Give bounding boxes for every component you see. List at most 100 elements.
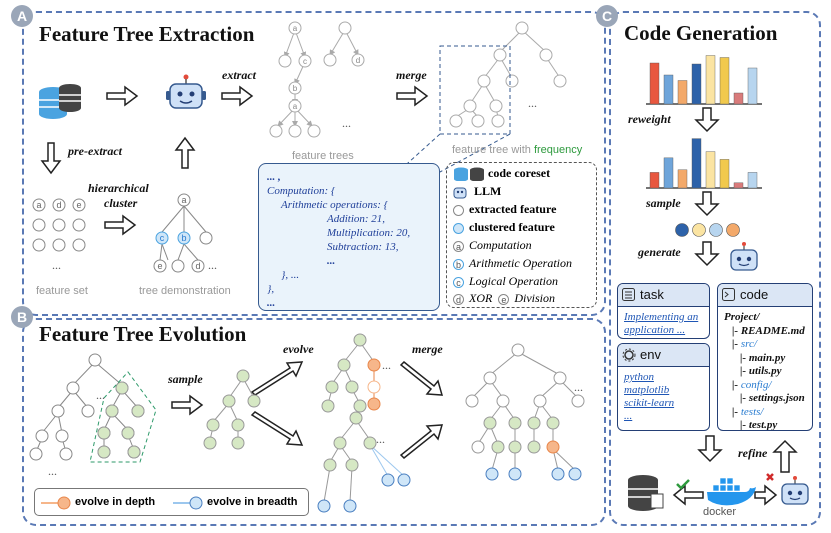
code-line: }, ... — [281, 269, 300, 281]
source-tree — [29, 353, 145, 461]
task-line: Implementing an — [624, 311, 699, 323]
docker-icon — [707, 477, 756, 506]
tree-entry: |- config/ — [724, 379, 806, 393]
demo-label-e: e — [157, 261, 162, 271]
sample-region — [89, 371, 157, 463]
arrow-sample — [171, 394, 204, 416]
sampled-feature-dot — [726, 223, 740, 237]
label-hierarchical: hierarchical — [88, 181, 149, 195]
env-card-header: env — [618, 344, 709, 367]
legend-row-coreset: code coreset — [453, 166, 550, 182]
sampled-feature-dot — [675, 223, 689, 237]
arrow-merge-up — [399, 424, 444, 460]
code-card: code Project/ |- README.md |- src/ |- ma… — [717, 283, 813, 431]
legend-node-b: b — [453, 258, 464, 270]
set-label-d: d — [56, 200, 61, 210]
legend-evolve-depth: evolve in depth — [75, 496, 156, 508]
set-label-e: e — [76, 200, 81, 210]
legend-coreset-label: code coreset — [488, 166, 551, 180]
env-header-label: env — [640, 347, 661, 362]
label-sample-gen: sample — [646, 196, 681, 210]
tree-entry-name: test.py — [748, 419, 778, 431]
env-line: python — [624, 371, 654, 383]
original-frequency-bar-1 — [649, 62, 660, 105]
legend-logical-label: Logical Operation — [469, 274, 558, 288]
legend-row-llm: LLM — [453, 184, 501, 200]
task-header-label: task — [640, 287, 664, 302]
tree-entry: |- README.md — [724, 325, 806, 339]
merged-feature-tree — [449, 21, 567, 128]
label-cluster: cluster — [104, 196, 138, 210]
depth-arrow-icon — [41, 496, 71, 510]
feature-code-snippet: ... , Computation: { Arithmetic operatio… — [258, 163, 440, 311]
extraction-legend: code coreset LLM extracted feature clust… — [446, 162, 597, 308]
label-pre-extract: pre-extract — [68, 144, 122, 158]
legend-row-arith: b Arithmetic Operation — [453, 256, 572, 272]
legend-row-extracted: extracted feature — [453, 202, 556, 218]
tree-label-a2: a — [293, 102, 298, 111]
arrow-extract — [221, 85, 254, 107]
arrow-pre-extract — [40, 142, 62, 175]
label-feature-tree-with-frequency: feature tree with frequency — [452, 144, 582, 156]
sampled-subtree — [203, 369, 261, 450]
code-line: Multiplication: 20, — [327, 227, 411, 239]
tree-entry-prefix: |- — [740, 392, 749, 404]
tree-entry-prefix: |- — [740, 351, 749, 364]
sampled-feature-dot — [692, 223, 706, 237]
terminal-icon — [722, 288, 735, 301]
demo-label-d: d — [195, 261, 200, 271]
cross-icon — [766, 473, 774, 481]
original-frequency-bar-3 — [677, 80, 688, 105]
breadth-arrow-icon — [173, 496, 203, 510]
ellipsis-feature-set: ... — [52, 258, 61, 272]
generation-arrows — [628, 107, 809, 511]
label-sample: sample — [168, 372, 203, 386]
reweighted-frequency-bar-6 — [719, 159, 730, 189]
legend-evolve-breadth: evolve in breadth — [207, 496, 298, 508]
frequency-bar-charts — [646, 55, 762, 189]
task-line: application ... — [624, 324, 686, 336]
code-card-body: Project/ |- README.md |- src/ |- main.py… — [718, 307, 812, 431]
sampled-features — [675, 223, 740, 237]
panel-code-generation — [609, 11, 821, 526]
env-line: scikit-learn — [624, 397, 675, 409]
set-label-a: a — [36, 200, 41, 210]
code-line: Addition: 21, — [327, 213, 386, 225]
tree-entry-name: README.md — [740, 324, 805, 337]
label-evolve: evolve — [283, 342, 314, 356]
original-frequency-bar-2 — [663, 74, 674, 105]
robot-icon — [166, 74, 206, 109]
arrow-refine-up — [772, 439, 798, 473]
tree-entry-prefix: |- — [732, 338, 741, 350]
section-badge-a: A — [11, 5, 33, 27]
robot-icon — [453, 187, 467, 199]
env-card-body: python matplotlib scikit-learn ... — [618, 367, 709, 427]
ellipsis-depth-tree: ... — [382, 358, 391, 372]
tree-entry: |- main.py — [724, 352, 806, 366]
code-line: ... , — [267, 171, 281, 183]
robot-icon — [781, 476, 809, 505]
code-line: }, — [267, 283, 275, 295]
code-line: ... — [327, 255, 336, 267]
ellipsis-tree-demo: ... — [208, 258, 217, 272]
panel-feature-tree-extraction — [22, 11, 606, 316]
legend-arith-label: Arithmetic Operation — [469, 256, 572, 270]
tree-entry-name: main.py — [748, 351, 786, 364]
feature-set-grid — [32, 198, 86, 252]
reweighted-frequency-bar-8 — [747, 172, 758, 189]
ellipsis-merged-tree: ... — [528, 96, 537, 110]
arrow-sample-c — [694, 191, 720, 217]
arrow-refine-down — [697, 435, 723, 463]
legend-node-e: e — [498, 293, 510, 305]
arrow-generate — [694, 241, 720, 267]
legend-extracted-label: extracted feature — [469, 202, 557, 216]
arrow-to-robot — [754, 484, 778, 506]
demo-label-b: b — [181, 233, 186, 243]
demo-label-a: a — [181, 195, 186, 205]
reweighted-frequency-bar-2 — [663, 157, 674, 189]
tree-entry: |- tests/ — [724, 406, 806, 420]
original-frequency-bar-8 — [747, 67, 758, 105]
database-icon — [39, 84, 81, 119]
